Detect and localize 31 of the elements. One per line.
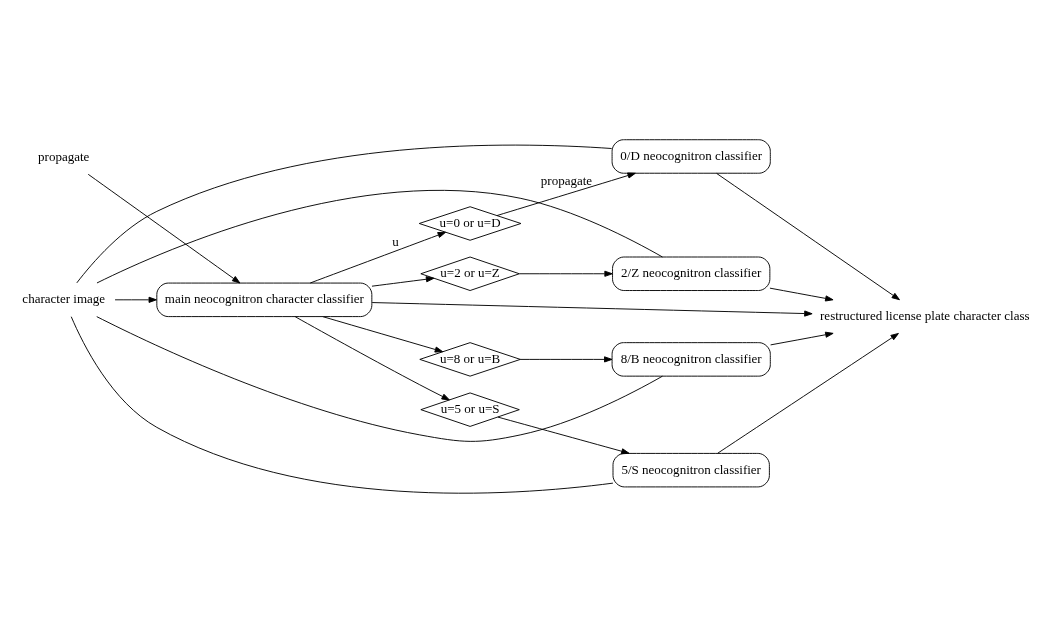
edge-label: propagate (540, 172, 593, 188)
arrow (770, 331, 834, 345)
node-box: 5/S neocognitron classifier (612, 452, 770, 487)
arrow (309, 231, 446, 283)
arrow (497, 416, 630, 454)
arrow (769, 287, 834, 301)
node-box: 0/D neocognitron classifier (611, 138, 771, 174)
arrow (114, 296, 157, 303)
arrow (496, 171, 636, 216)
connector (70, 315, 614, 494)
node-box: main neocognitron character classifier (156, 282, 373, 317)
node-diamond: u=8 or u=B (419, 341, 521, 377)
arrow (371, 275, 435, 287)
arrow (716, 172, 900, 300)
connector (96, 189, 663, 283)
connector (96, 315, 663, 442)
node-box: 8/B neocognitron classifier (611, 341, 771, 377)
arrow (519, 355, 613, 362)
arrow (371, 301, 813, 317)
arrow (322, 315, 444, 353)
edge-label: u (392, 233, 399, 249)
arrow (717, 332, 899, 454)
arrow (294, 315, 450, 400)
arrow (87, 173, 241, 283)
arrow (518, 270, 613, 277)
node-box: 2/Z neocognitron classifier (612, 256, 771, 291)
connector (76, 144, 613, 283)
node-text: character image (22, 290, 106, 306)
node-text: propagate (38, 148, 90, 164)
node-diamond: u=2 or u=Z (420, 256, 520, 291)
node-text: restructured license plate character class (820, 307, 1030, 323)
